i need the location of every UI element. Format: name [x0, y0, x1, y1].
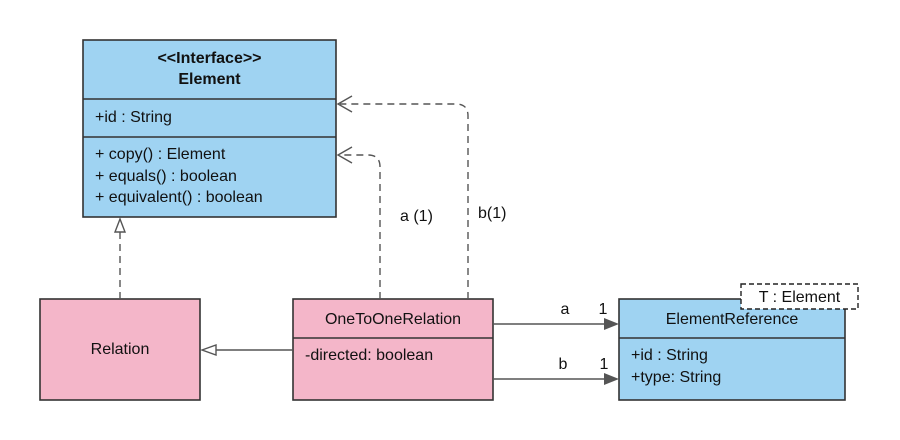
association-b-multiplicity: 1 — [600, 356, 609, 373]
element-reference-attribute: +type: String — [631, 369, 721, 386]
association-b-role: b — [559, 356, 568, 373]
element-operation: + equals() : boolean — [95, 168, 237, 185]
filled-arrowhead-icon — [604, 318, 619, 330]
template-parameter-text: T : Element — [759, 289, 841, 306]
open-arrowhead-icon — [336, 95, 353, 113]
element-reference-box[interactable]: ElementReference +id : String +type: Str… — [618, 298, 846, 401]
filled-arrowhead-icon — [604, 373, 619, 385]
open-arrowhead-icon — [336, 146, 353, 164]
dependency-b-line — [340, 103, 469, 299]
dependency-b-label: b(1) — [478, 205, 506, 222]
association-b-edge[interactable]: b 1 — [493, 356, 619, 385]
association-a-edge[interactable]: a 1 — [493, 301, 619, 330]
element-operation: + copy() : Element — [95, 146, 226, 163]
one-to-one-relation-box[interactable]: OneToOneRelation -directed: boolean — [292, 298, 494, 401]
dependency-a-label: a (1) — [400, 208, 433, 225]
relation-name: Relation — [91, 341, 150, 358]
template-parameter-border — [740, 283, 859, 310]
element-reference-name: ElementReference — [666, 311, 799, 328]
template-parameter-box[interactable]: T : Element — [740, 283, 859, 310]
one-to-one-attribute: -directed: boolean — [305, 347, 433, 364]
element-operation: + equivalent() : boolean — [95, 189, 263, 206]
relation-class-box[interactable]: Relation — [39, 298, 201, 401]
dependency-a-edge[interactable]: a (1) — [336, 146, 433, 299]
association-a-multiplicity: 1 — [599, 301, 608, 318]
one-to-one-name: OneToOneRelation — [325, 311, 461, 328]
realization-relation-element[interactable] — [113, 217, 127, 299]
element-attribute: +id : String — [95, 109, 172, 126]
element-interface-box[interactable]: <<Interface>> Element +id : String + cop… — [82, 39, 337, 218]
dependency-b-edge[interactable]: b(1) — [336, 95, 506, 299]
element-box-body — [82, 39, 337, 218]
association-a-role: a — [561, 301, 570, 318]
generalization-one-to-one-relation[interactable] — [199, 344, 293, 356]
dependency-a-line — [340, 154, 381, 299]
element-name: Element — [178, 71, 241, 88]
hollow-triangle-arrowhead-icon — [113, 217, 127, 233]
element-reference-box-body — [618, 298, 846, 401]
hollow-triangle-arrowhead-icon — [199, 344, 217, 356]
element-reference-attribute: +id : String — [631, 347, 708, 364]
element-stereotype: <<Interface>> — [157, 50, 261, 67]
